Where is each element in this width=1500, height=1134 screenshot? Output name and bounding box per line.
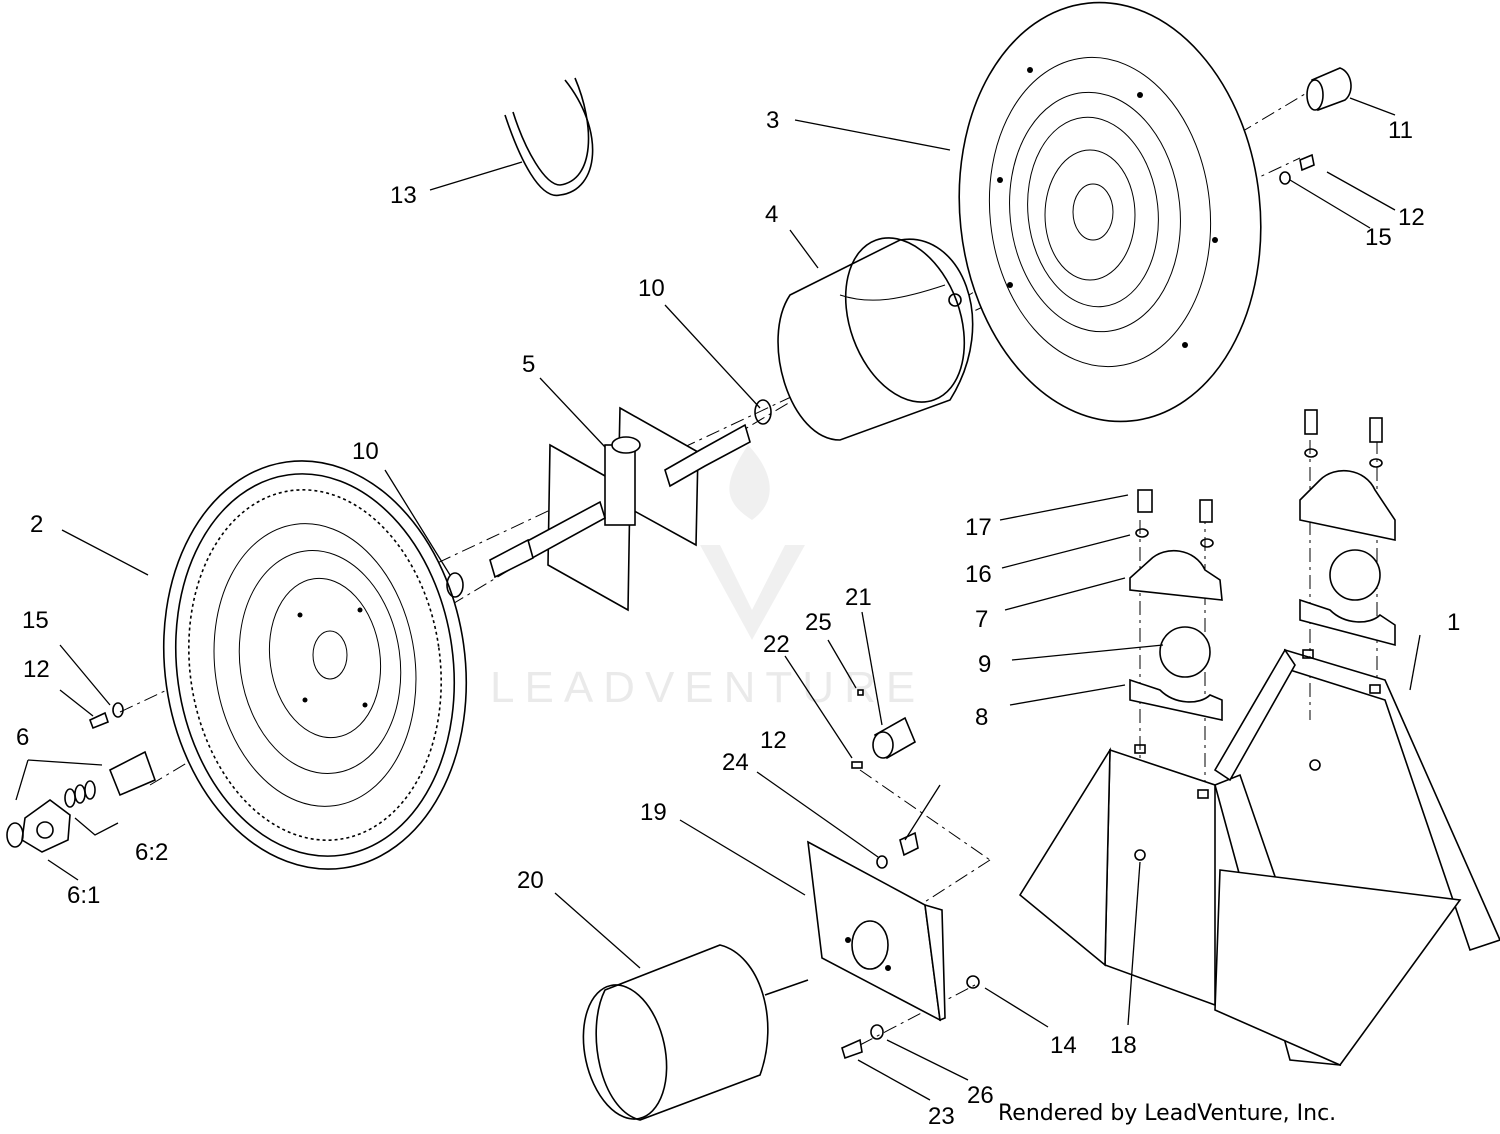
footer-credit: Rendered by LeadVenture, Inc.: [998, 1101, 1336, 1126]
drive-motor: [582, 944, 809, 1121]
motor-mount-bracket: [807, 840, 946, 1022]
bearing-block-front: [1129, 489, 1223, 721]
callout-leaders: [15, 97, 1421, 1101]
callout-3: 3: [766, 107, 779, 134]
watermark-text: LEADVENTURE: [490, 663, 925, 712]
right-hardware: [1279, 67, 1352, 185]
callout-2: 2: [30, 511, 43, 538]
left-hardware: [6, 702, 157, 853]
callout-11: 11: [1388, 117, 1413, 144]
left-reel-flange: [162, 460, 468, 870]
callout-18: 18: [1110, 1032, 1137, 1059]
base-frame: [1018, 648, 1500, 1066]
callout-20: 20: [517, 867, 544, 894]
callout-9: 9: [978, 651, 991, 678]
callout-10-left: 10: [352, 438, 379, 465]
callout-15-right: 15: [1365, 224, 1392, 251]
callout-6-1: 6:1: [67, 882, 100, 909]
callout-23: 23: [928, 1103, 955, 1130]
callout-5: 5: [522, 351, 535, 378]
callout-15-left: 15: [22, 607, 49, 634]
callout-6-2: 6:2: [135, 839, 168, 866]
pinion-gear: [851, 689, 917, 769]
right-reel-flange: [958, 1, 1262, 423]
callout-1: 1: [1447, 609, 1460, 636]
callout-16: 16: [965, 561, 992, 588]
callout-26: 26: [967, 1082, 994, 1109]
watermark: LEADVENTURE: [490, 445, 925, 712]
callout-22: 22: [763, 631, 790, 658]
reel-drum: [777, 237, 974, 441]
callout-12-left: 12: [23, 656, 50, 683]
callout-14: 14: [1050, 1032, 1077, 1059]
shaft-assembly: [489, 406, 751, 612]
callout-6: 6: [16, 724, 29, 751]
callout-19: 19: [640, 799, 667, 826]
callout-numbers: 1 2 3 4 5 6 6:1 6:2 7 8 9 10 10 11 12 12…: [16, 107, 1460, 1130]
callout-13: 13: [390, 182, 417, 209]
callout-24: 24: [722, 749, 749, 776]
callout-25: 25: [805, 609, 832, 636]
callout-12-right: 12: [1398, 204, 1425, 231]
bearing-block-rear: [1299, 409, 1396, 647]
callout-12-bracket: 12: [760, 727, 787, 754]
seal-rings: [446, 399, 772, 598]
callout-7: 7: [975, 606, 988, 633]
bracket-hardware: [841, 831, 980, 1060]
callout-4: 4: [765, 201, 778, 228]
callout-8: 8: [975, 704, 988, 731]
callout-10-right: 10: [638, 275, 665, 302]
callout-17: 17: [965, 514, 992, 541]
callout-21: 21: [845, 584, 872, 611]
hose-section: [504, 77, 594, 197]
